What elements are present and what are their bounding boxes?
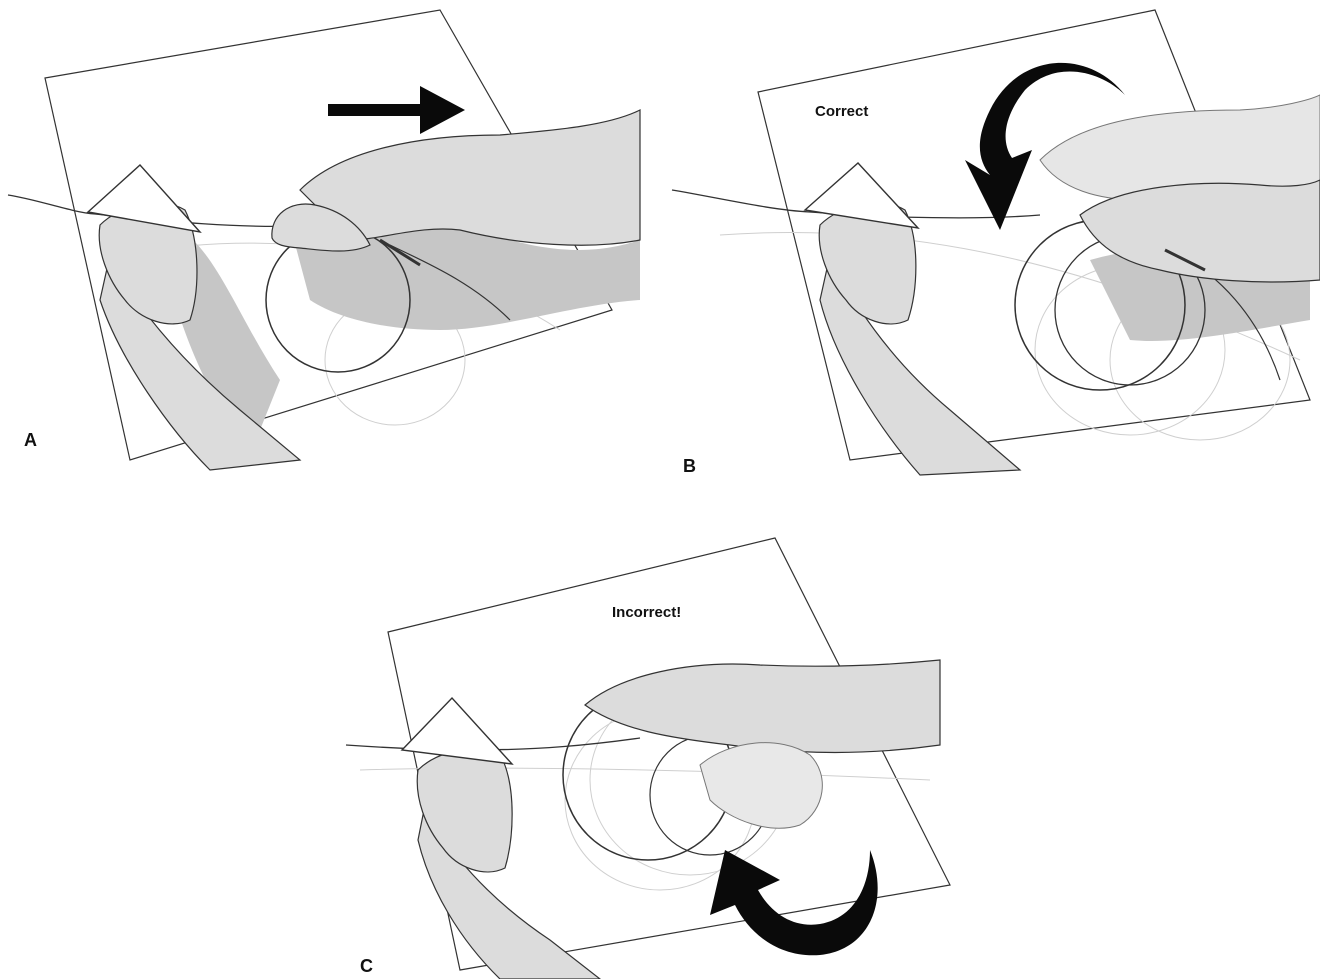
panel-c-illustration (330, 480, 990, 979)
panel-a: A (0, 0, 660, 480)
caption-incorrect: Incorrect! (612, 604, 681, 621)
caption-correct: Correct (815, 103, 868, 120)
panel-a-illustration (0, 0, 660, 480)
panel-label-b: B (683, 456, 696, 477)
panel-label-a: A (24, 430, 37, 451)
panel-label-c: C (360, 956, 373, 977)
panel-b: Correct B (660, 0, 1320, 480)
panel-b-illustration (660, 0, 1320, 480)
panel-c: Incorrect! C (330, 480, 990, 979)
